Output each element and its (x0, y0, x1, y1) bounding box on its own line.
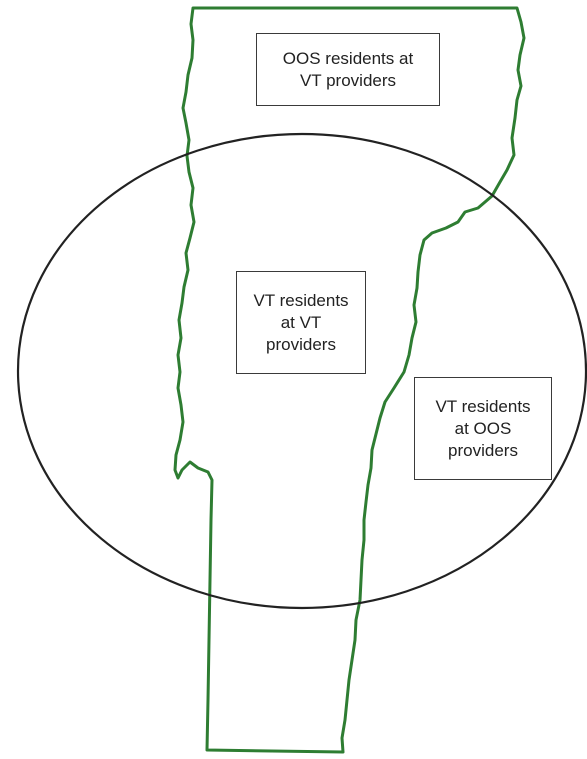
label-oos-residents-at-vt-providers-text: OOS residents at VT providers (282, 48, 414, 90)
label-vt-residents-at-vt-providers-text: VT residents at VT providers (253, 290, 349, 354)
label-vt-residents-at-oos-providers: VT residents at OOS providers (414, 377, 552, 480)
label-vt-residents-at-oos-providers-text: VT residents at OOS providers (435, 396, 531, 460)
vermont-state-outline (173, 6, 526, 754)
label-oos-residents-at-vt-providers: OOS residents at VT providers (256, 33, 440, 106)
label-vt-residents-at-vt-providers: VT residents at VT providers (236, 271, 366, 374)
vt-residents-ellipse (16, 132, 587, 610)
